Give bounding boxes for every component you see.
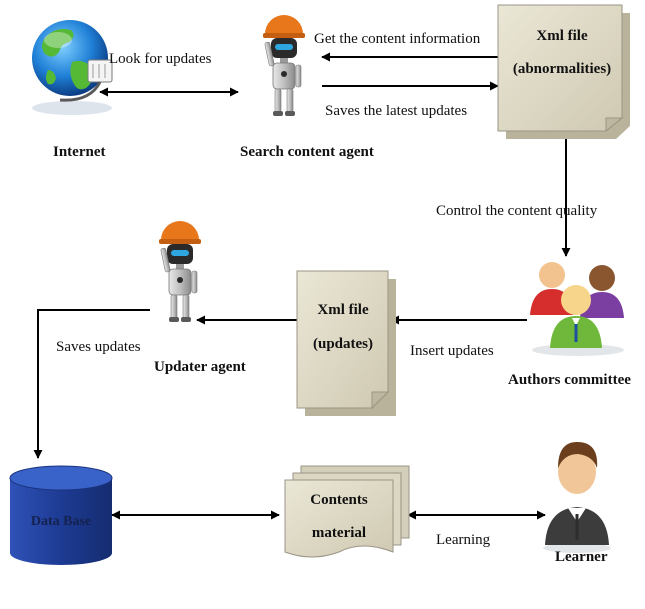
document-stack-icon bbox=[284, 465, 410, 558]
network-plug-icon bbox=[59, 59, 113, 102]
xml-abnormalities-note bbox=[497, 4, 630, 139]
xml-abnormalities-title: Xml file bbox=[536, 28, 588, 44]
edge-label-control-quality: Control the content quality bbox=[436, 203, 598, 219]
robot-icon bbox=[263, 15, 305, 116]
edge-label-saves-latest: Saves the latest updates bbox=[325, 103, 468, 119]
person-icon bbox=[543, 442, 611, 553]
xml-updates-subtitle: (updates) bbox=[313, 336, 373, 352]
database-label: Data Base bbox=[31, 514, 91, 529]
edge-label-insert-updates: Insert updates bbox=[410, 343, 494, 359]
globe-icon bbox=[32, 20, 113, 115]
cylinder-icon bbox=[9, 465, 113, 565]
xml-updates-title: Xml file bbox=[317, 302, 369, 318]
edge-label-get-content-info: Get the content information bbox=[314, 31, 481, 47]
node-label-internet: Internet bbox=[53, 144, 106, 160]
contents-title: Contents bbox=[310, 492, 368, 508]
node-label-learner: Learner bbox=[555, 549, 608, 565]
robot-icon bbox=[159, 221, 201, 322]
xml-abnormalities-subtitle: (abnormalities) bbox=[513, 61, 611, 77]
edge-label-learning: Learning bbox=[436, 532, 491, 548]
node-label-updater-agent: Updater agent bbox=[154, 359, 246, 375]
xml-updates-note bbox=[296, 270, 396, 416]
people-group-icon bbox=[530, 262, 624, 356]
edge-label-look-for-updates: Look for updates bbox=[109, 51, 212, 67]
edge-label-saves-updates: Saves updates bbox=[56, 339, 141, 355]
contents-subtitle: material bbox=[312, 525, 366, 541]
arrow-updater-to-database bbox=[33, 309, 150, 459]
node-label-search-agent: Search content agent bbox=[240, 144, 374, 160]
node-label-authors: Authors committee bbox=[508, 372, 631, 388]
